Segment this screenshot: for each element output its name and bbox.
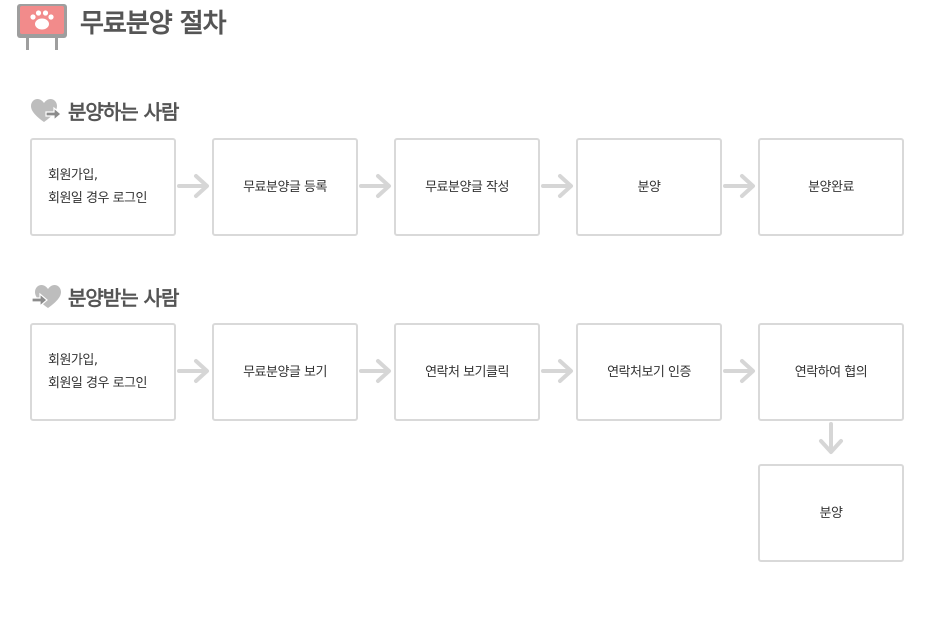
step-label: 연락처보기 인증: [607, 364, 691, 380]
step-label: 연락하여 협의: [794, 364, 868, 380]
arrow-down-icon: [819, 422, 843, 454]
step-box: 무료분양글 보기: [212, 323, 358, 421]
step-box: 연락처보기 인증: [576, 323, 722, 421]
step-box: 무료분양글 등록: [212, 138, 358, 236]
arrow-right-icon: [177, 174, 209, 198]
step-label: 분양: [819, 505, 843, 521]
step-label: 회원가입, 회원일 경우 로그인: [48, 353, 147, 391]
arrow-right-icon: [177, 359, 209, 383]
step-box: 회원가입, 회원일 경우 로그인: [30, 138, 176, 236]
arrow-right-icon: [541, 174, 573, 198]
step-box: 회원가입, 회원일 경우 로그인: [30, 323, 176, 421]
section-heading-giver: 분양하는 사람: [68, 100, 179, 124]
step-box: 분양: [758, 464, 904, 562]
step-box: 무료분양글 작성: [394, 138, 540, 236]
arrow-right-icon: [723, 174, 755, 198]
section-heading-receiver: 분양받는 사람: [68, 286, 179, 310]
step-box: 연락처 보기클릭: [394, 323, 540, 421]
step-box: 분양: [576, 138, 722, 236]
arrow-right-icon: [541, 359, 573, 383]
step-label: 분양완료: [808, 179, 854, 195]
step-label: 무료분양글 작성: [425, 179, 509, 195]
step-box: 연락하여 협의: [758, 323, 904, 421]
step-label: 연락처 보기클릭: [425, 364, 509, 380]
arrow-right-icon: [359, 359, 391, 383]
step-label: 무료분양글 등록: [243, 179, 327, 195]
heart-arrow-icon: [31, 99, 62, 122]
step-label: 회원가입, 회원일 경우 로그인: [48, 168, 147, 206]
arrow-right-icon: [359, 174, 391, 198]
page-title: 무료분양 절차: [80, 9, 227, 39]
step-label: 분양: [637, 179, 661, 195]
heart-arrow-icon: [31, 285, 61, 308]
arrow-right-icon: [723, 359, 755, 383]
step-label: 무료분양글 보기: [243, 364, 327, 380]
paw-easel-logo-icon: [17, 4, 67, 50]
step-box: 분양완료: [758, 138, 904, 236]
